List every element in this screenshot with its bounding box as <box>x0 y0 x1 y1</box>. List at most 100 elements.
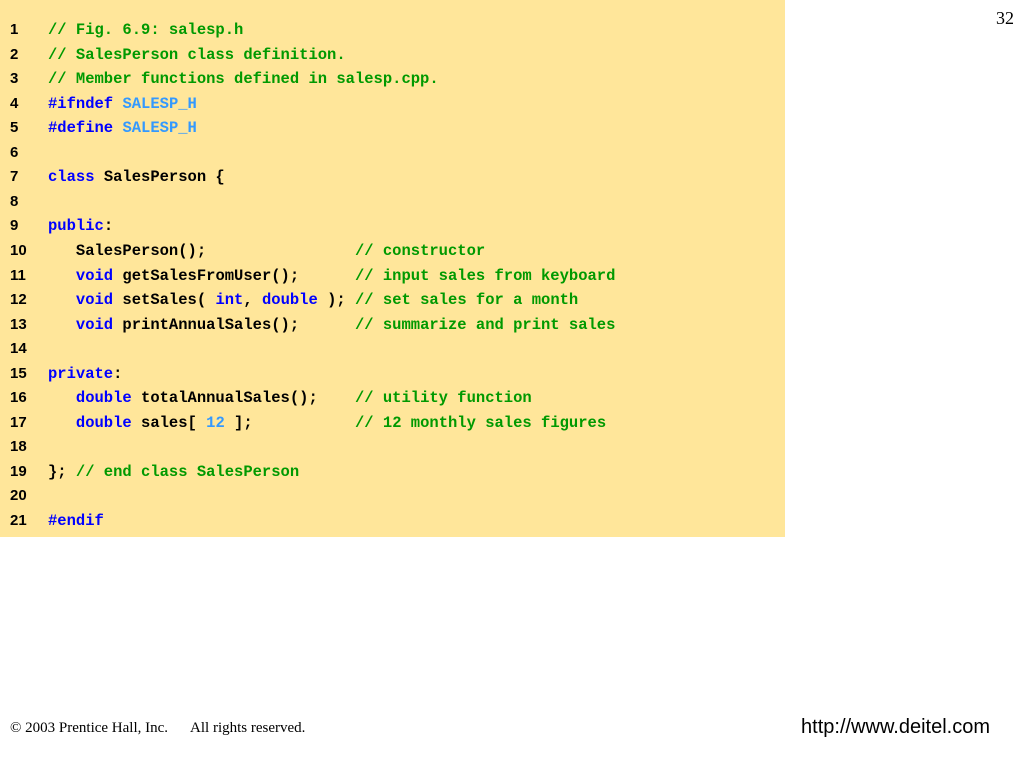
line-number: 14 <box>10 340 27 358</box>
code-token-keyword: double <box>75 389 132 408</box>
code-token-keyword: void <box>75 315 114 334</box>
line-number: 8 <box>10 192 19 210</box>
code-token-plain: SalesPerson(); <box>48 241 355 260</box>
code-line: 12 void setSales( int, double ); // set … <box>0 290 785 314</box>
code-text: public: <box>48 216 113 236</box>
code-token-keyword: void <box>75 266 114 285</box>
code-text: #endif <box>48 511 104 531</box>
page-number: 32 <box>996 8 1014 28</box>
code-token-keyword: private <box>48 364 114 383</box>
line-number: 1 <box>10 21 19 38</box>
line-number: 7 <box>10 168 19 186</box>
line-number: 4 <box>10 94 19 112</box>
code-token-plain: printAnnualSales(); <box>113 315 355 334</box>
code-line: 2 // SalesPerson class definition. <box>0 45 785 69</box>
code-line: 19}; // end class SalesPerson <box>0 462 785 486</box>
code-text: void setSales( int, double ); // set sal… <box>48 290 578 310</box>
code-text: class SalesPerson { <box>48 167 225 187</box>
code-token-comment: // set sales for a month <box>355 291 579 310</box>
line-number: 5 <box>10 119 19 137</box>
copyright-text: 2003 Prentice Hall, Inc. <box>25 720 169 736</box>
code-line: 16 double totalAnnualSales(); // utility… <box>0 388 785 412</box>
code-token-keyword: #define <box>48 119 114 138</box>
code-text: double totalAnnualSales(); // utility fu… <box>48 388 532 408</box>
line-number: 6 <box>10 143 19 161</box>
copyright-notice: © 2003 Prentice Hall, Inc. All rights res… <box>10 720 305 737</box>
code-token-plain: }; <box>48 462 76 481</box>
code-token-comment: // SalesPerson class definition. <box>48 45 346 64</box>
line-number: 10 <box>10 241 27 259</box>
rights-text: All rights reserved. <box>190 720 306 736</box>
code-token-plain <box>48 267 76 285</box>
code-token-keyword: #endif <box>48 512 104 530</box>
code-line: 13 void printAnnualSales(); // summarize… <box>0 315 785 339</box>
code-text: double sales[ 12 ]; // 12 monthly sales … <box>48 413 606 433</box>
code-token-plain: sales[ <box>131 413 207 432</box>
code-token-plain: getSalesFromUser(); <box>113 266 355 285</box>
code-text: }; // end class SalesPerson <box>48 462 299 482</box>
code-token-plain: ]; <box>224 413 355 432</box>
line-number: 12 <box>10 291 27 309</box>
code-text: private: <box>48 364 122 384</box>
code-line: 1 // Fig. 6.9: salesp.h <box>0 20 785 44</box>
line-number: 2 <box>10 45 19 63</box>
line-number: 15 <box>10 364 27 382</box>
line-number: 13 <box>10 315 27 333</box>
line-number: 21 <box>10 512 27 529</box>
code-line: 20 <box>0 486 785 510</box>
code-token-keyword: double <box>75 413 132 432</box>
code-text: SalesPerson(); // constructor <box>48 241 485 261</box>
line-number: 17 <box>10 413 27 431</box>
code-token-plain: : <box>113 364 123 383</box>
code-text: #ifndef SALESP_H <box>48 94 197 114</box>
deitel-website-link[interactable]: http://www.deitel.com <box>801 716 990 738</box>
code-token-keyword: double <box>261 291 318 310</box>
code-line: 6 <box>0 143 785 167</box>
code-line: 15 private: <box>0 364 785 388</box>
line-number: 9 <box>10 217 19 235</box>
code-token-number: 12 <box>206 413 225 432</box>
code-token-plain: : <box>103 217 114 236</box>
code-token-keyword: void <box>75 291 114 310</box>
code-line: 14 <box>0 339 785 363</box>
code-listing: 1 // Fig. 6.9: salesp.h 2 // SalesPerson cl… <box>0 0 785 537</box>
line-number: 11 <box>10 266 26 284</box>
code-text: void printAnnualSales(); // summarize an… <box>48 315 616 335</box>
code-token-plain <box>48 291 76 309</box>
line-number: 16 <box>10 389 27 407</box>
code-token-comment: // input sales from keyboard <box>354 266 616 285</box>
code-token-plain <box>48 316 76 334</box>
code-token-plain: SalesPerson { <box>94 168 225 187</box>
code-text: // Fig. 6.9: salesp.h <box>48 20 243 40</box>
code-line: 11 void getSalesFromUser(); // input sal… <box>0 266 785 290</box>
code-line: 4 #ifndef SALESP_H <box>0 94 785 118</box>
code-line: 7 class SalesPerson { <box>0 167 785 191</box>
line-number: 20 <box>10 487 27 505</box>
code-line: 5 #define SALESP_H <box>0 118 785 142</box>
line-number: 3 <box>10 70 19 88</box>
line-number: 18 <box>10 438 27 456</box>
code-token-comment: // 12 monthly sales figures <box>354 413 607 432</box>
code-line: 3 // Member functions defined in salesp.c… <box>0 69 785 93</box>
code-token-keyword: class <box>48 168 95 187</box>
code-token-plain <box>48 414 76 432</box>
code-line: 9 public: <box>0 216 785 240</box>
code-token-comment: // end class SalesPerson <box>75 462 300 481</box>
code-text: // Member functions defined in salesp.cp… <box>48 69 439 89</box>
code-token-plain: setSales( <box>113 291 216 310</box>
code-token-plain: , <box>243 291 262 310</box>
code-token-plain: totalAnnualSales(); <box>131 389 355 408</box>
code-token-macro: SALESP_H <box>122 94 197 113</box>
code-line: 21 #endif <box>0 511 785 535</box>
code-token-plain <box>48 389 76 407</box>
code-token-macro: SALESP_H <box>122 119 197 138</box>
code-text: #define SALESP_H <box>48 118 197 138</box>
code-token-comment: // utility function <box>354 389 532 408</box>
code-token-plain: ); <box>317 291 355 310</box>
copyright-symbol: © <box>10 720 22 736</box>
code-token-keyword: #ifndef <box>48 94 114 113</box>
line-number: 19 <box>10 462 27 480</box>
code-line: 18 <box>0 437 785 461</box>
code-token-comment: // Member functions defined in salesp.cp… <box>48 70 439 89</box>
